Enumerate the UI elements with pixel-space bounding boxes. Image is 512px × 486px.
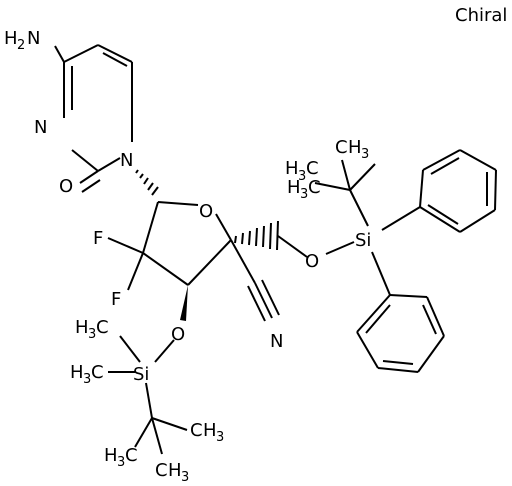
bond-c5-c6-inner <box>102 52 128 67</box>
bond-c5-c6 <box>97 44 133 63</box>
tbu-methyl-br-3: 3 <box>181 470 189 485</box>
bond-c4-cn <box>230 239 256 284</box>
bond-c4-cn-c <box>247 285 266 322</box>
bond-c2-f1 <box>107 237 144 254</box>
bond-c2-o-inner <box>81 179 101 193</box>
bond-si-me1 <box>119 335 141 363</box>
n3-label: N <box>34 117 47 138</box>
bond-o3-si <box>154 339 175 363</box>
bond-tbu-ch3-top <box>341 159 351 191</box>
bond-c3-o3-wedge <box>180 285 188 321</box>
bond-tbu-ch3-br <box>151 417 163 455</box>
bond-c4-c5prime-hashed <box>234 220 279 251</box>
carbonyl-o-label: O <box>59 176 73 197</box>
tbs-methyl-2-h: H <box>70 362 84 383</box>
bond-c2-c1 <box>142 201 159 254</box>
nitrile-n-label: N <box>270 331 283 352</box>
nh2-h-label: H <box>4 28 18 49</box>
tbdps-methyl-left-c: C <box>308 177 321 198</box>
o5-label: O <box>305 251 319 272</box>
bond-si-ph2 <box>371 251 391 296</box>
tbu-methyl-br-h: H <box>168 460 182 481</box>
n1-label: N <box>120 150 133 171</box>
tbdps-methyl-right-3: 3 <box>361 147 369 162</box>
si-tbdps-label: Si <box>355 230 371 251</box>
tbu-methyl-right-3: 3 <box>216 430 224 445</box>
atom-labels: H 2 N N N O O F F O Si O Si N H 3 C H 3 … <box>4 5 507 485</box>
tbdps-methyl-top-3: 3 <box>298 169 306 184</box>
chiral-flag-label: Chiral <box>455 5 507 26</box>
bond-o4-c4 <box>215 213 232 241</box>
tbdps-methyl-top-c: C <box>306 158 319 179</box>
bond-c4-cn-a <box>254 282 273 319</box>
fluorine-2-label: F <box>111 289 121 310</box>
tbs-methyl-1-c: C <box>96 317 109 338</box>
bond-tbu-ch3-left <box>314 182 351 191</box>
bond-tbu-ch3-bl <box>134 417 153 448</box>
tbs-methyl-1-h: H <box>75 317 89 338</box>
tbdps-methyl-right-c: C <box>335 137 348 158</box>
tbu-methyl-bl-h: H <box>104 445 118 466</box>
nh2-n-label: N <box>27 28 40 49</box>
bond-layer <box>54 44 497 455</box>
bond-si-ph1 <box>381 206 421 231</box>
bond-c5-o5 <box>277 235 308 258</box>
tbs-methyl-1-3: 3 <box>88 327 96 342</box>
tbu-methyl-right-h: H <box>203 420 217 441</box>
tbu-methyl-bl-3: 3 <box>117 455 125 470</box>
bond-n1-c1prime-hashed <box>135 169 159 196</box>
tbdps-methyl-left-3: 3 <box>300 187 308 202</box>
tbu-methyl-br-c: C <box>155 460 168 481</box>
fluorine-1-label: F <box>93 228 103 249</box>
bond-c4-c5 <box>63 44 99 63</box>
si-tbs-label: Si <box>133 364 149 385</box>
tbdps-methyl-top-h: H <box>285 158 299 179</box>
bond-c2-n3 <box>71 149 99 172</box>
bond-tbu-ch3-right2 <box>349 163 376 191</box>
bond-c3-c2 <box>142 252 189 286</box>
bond-tbu-ch3-right <box>151 417 188 431</box>
bond-c4-cn-b <box>261 279 280 316</box>
phenyl-ring-lower <box>356 294 445 373</box>
bond-si-tbu <box>145 382 153 419</box>
bond-o5-si <box>325 241 355 255</box>
tbs-methyl-2-c: C <box>91 362 104 383</box>
bond-c2-f2 <box>127 252 144 291</box>
phenyl-ring-upper <box>419 149 497 233</box>
bond-c4-nh2 <box>54 45 65 63</box>
tbu-methyl-bl-c: C <box>125 445 138 466</box>
ring-oxygen-label: O <box>199 201 213 222</box>
tbu-methyl-right-c: C <box>190 420 203 441</box>
o3-label: O <box>171 324 185 345</box>
tbs-methyl-2-3: 3 <box>83 372 91 387</box>
bond-n1-c2 <box>97 157 121 172</box>
bond-c4-c3 <box>187 239 232 286</box>
bond-si-tbu-top <box>349 189 369 227</box>
bond-c1-o4 <box>157 201 199 206</box>
nh2-subscript: 2 <box>17 38 25 53</box>
tbdps-methyl-left-h: H <box>287 177 301 198</box>
bond-c2-o <box>79 170 99 184</box>
tbdps-methyl-right-h: H <box>348 137 362 158</box>
